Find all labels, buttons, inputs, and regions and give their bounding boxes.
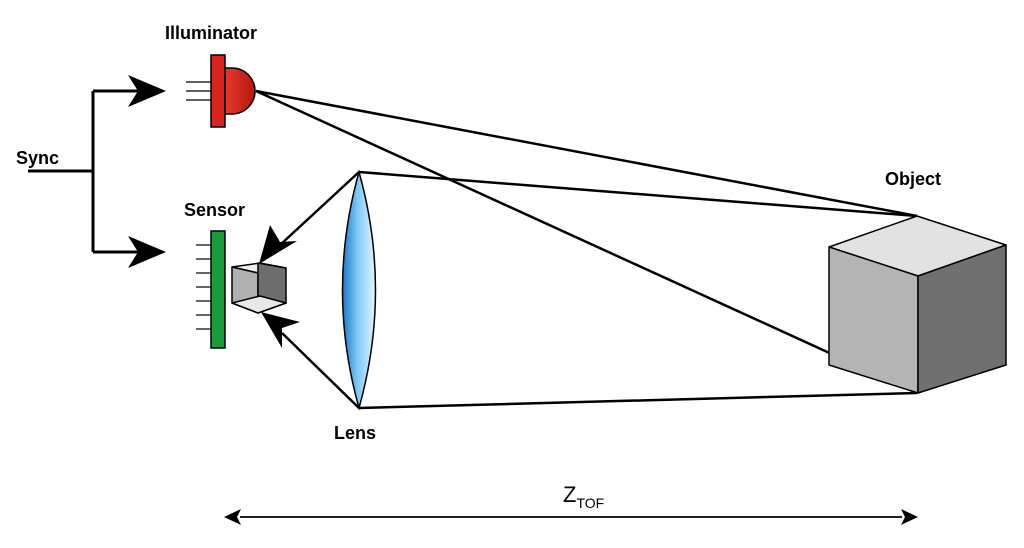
sync-wiring (28, 89, 140, 254)
ray-arrow-bottom (261, 312, 300, 348)
lens-label: Lens (334, 423, 376, 443)
sync-label: Sync (16, 148, 59, 168)
object-cube-icon (828, 215, 1007, 394)
lens-icon (341, 169, 377, 411)
sensor-label: Sensor (184, 200, 245, 220)
distance-label-sub: TOF (576, 495, 604, 511)
distance-label: ZTOF (563, 482, 604, 511)
object-label: Object (885, 169, 941, 189)
sensor-image-cube-icon (231, 262, 287, 314)
ray-arrow-top (259, 225, 297, 264)
sync-arrow-illuminator (128, 75, 166, 107)
illuminator-icon (186, 54, 256, 128)
light-rays (255, 89, 918, 410)
sensor-icon (196, 230, 226, 349)
sync-arrow-sensor (128, 236, 166, 268)
distance-label-main: Z (563, 482, 576, 507)
illuminator-label: Illuminator (165, 23, 257, 43)
distance-arrow (224, 509, 918, 525)
